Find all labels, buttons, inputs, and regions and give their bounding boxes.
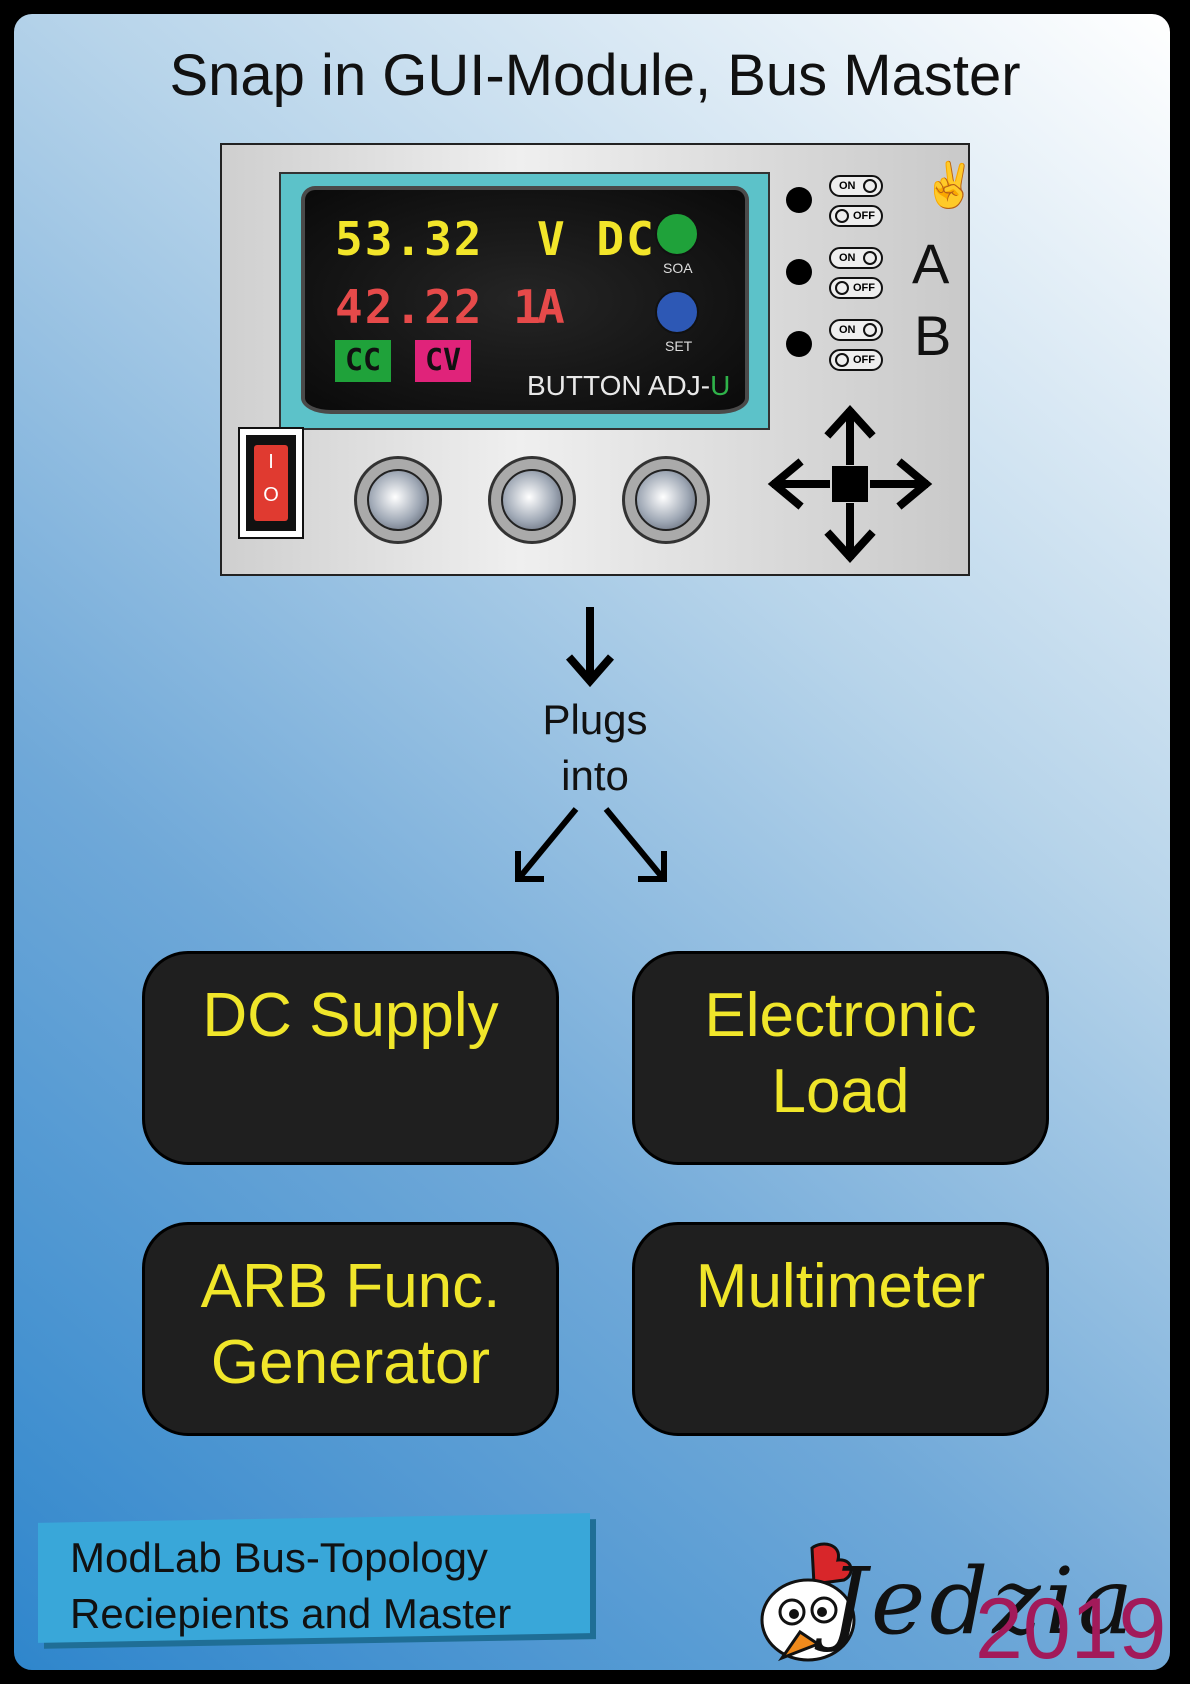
toggle-b-off[interactable]: OFF — [829, 349, 883, 371]
module-multimeter-label: Multimeter — [695, 1252, 986, 1321]
rotary-knob-2[interactable] — [488, 456, 576, 544]
module-dc-supply-label: DC Supply — [202, 981, 499, 1050]
soa-button[interactable] — [655, 212, 699, 256]
module-electronic-load: Electronic Load — [632, 951, 1049, 1165]
gui-module-device: 53.32 V DC 42.22 1 A CC CV SOA SET BUTTO… — [220, 143, 977, 576]
display-bezel: 53.32 V DC 42.22 1 A CC CV SOA SET BUTTO… — [279, 172, 770, 430]
page-title: Snap in GUI-Module, Bus Master — [169, 43, 1021, 108]
module-dc-supply: DC Supply — [142, 951, 559, 1165]
knob-cap — [367, 469, 429, 531]
module-arb-generator-label: ARB Func. Generator — [200, 1252, 501, 1397]
toggle-knob-icon — [835, 209, 849, 223]
split-arrows-icon — [515, 807, 667, 882]
down-arrow-icon — [565, 607, 615, 688]
toggle-1-off-label: OFF — [853, 210, 875, 222]
display-screen: 53.32 V DC 42.22 1 A CC CV SOA SET BUTTO… — [301, 186, 749, 414]
power-switch[interactable]: I O — [238, 427, 304, 539]
knob-cap — [635, 469, 697, 531]
toggle-knob-icon — [835, 353, 849, 367]
screen-caption: BUTTON ADJ-U — [527, 370, 730, 402]
rooster-mascot-icon — [760, 1542, 856, 1662]
power-off-symbol: O — [263, 484, 279, 506]
power-switch-housing: I O — [246, 435, 296, 531]
channel-b-label: B — [914, 304, 952, 367]
indicator-dot-1 — [786, 187, 812, 213]
direction-pad-icon[interactable] — [764, 403, 936, 565]
toggle-b-on[interactable]: ON — [829, 319, 883, 341]
voltage-reading: 53.32 — [335, 212, 484, 266]
toggle-b-off-label: OFF — [853, 354, 875, 366]
toggle-1-on-label: ON — [839, 180, 856, 192]
toggle-1-on[interactable]: ON — [829, 175, 883, 197]
channel-a-label: A — [912, 232, 950, 295]
footer-text: ModLab Bus-Topology Reciepients and Mast… — [70, 1534, 512, 1637]
indicator-dot-2 — [786, 259, 812, 285]
indicator-dot-3 — [786, 331, 812, 357]
toggle-b-on-label: ON — [839, 324, 856, 336]
logo-year: 2019 — [975, 1581, 1167, 1677]
badge-cc: CC — [335, 340, 391, 382]
toggle-knob-icon — [835, 281, 849, 295]
module-arb-generator: ARB Func. Generator — [142, 1222, 559, 1436]
current-unit: A — [537, 280, 567, 334]
power-on-symbol: I — [268, 451, 274, 473]
plugs-label-line2: into — [561, 752, 629, 799]
peace-sign-icon: ✌ — [922, 161, 977, 210]
logo-wordmark: Jedzia — [830, 1548, 1137, 1655]
toggle-a-off[interactable]: OFF — [829, 277, 883, 299]
toggle-1-off[interactable]: OFF — [829, 205, 883, 227]
power-rocker: I O — [254, 445, 288, 521]
plugs-label-line1: Plugs — [542, 696, 648, 743]
toggle-knob-icon — [863, 251, 877, 265]
screen-caption-suffix: U — [710, 370, 731, 401]
module-electronic-load-label: Electronic Load — [704, 981, 977, 1126]
toggle-a-off-label: OFF — [853, 282, 875, 294]
voltage-unit: V DC — [537, 212, 656, 266]
toggle-knob-icon — [863, 179, 877, 193]
toggle-a-on[interactable]: ON — [829, 247, 883, 269]
rotary-knob-3[interactable] — [622, 456, 710, 544]
rotary-knob-1[interactable] — [354, 456, 442, 544]
toggle-knob-icon — [863, 323, 877, 337]
set-label: SET — [665, 338, 693, 354]
current-reading: 42.22 1 — [335, 280, 543, 334]
soa-label: SOA — [663, 260, 693, 276]
knob-cap — [501, 469, 563, 531]
module-multimeter: Multimeter — [632, 1222, 1049, 1436]
toggle-a-on-label: ON — [839, 252, 856, 264]
badge-cv: CV — [415, 340, 471, 382]
screen-caption-main: BUTTON ADJ- — [527, 370, 711, 401]
set-button[interactable] — [655, 290, 699, 334]
